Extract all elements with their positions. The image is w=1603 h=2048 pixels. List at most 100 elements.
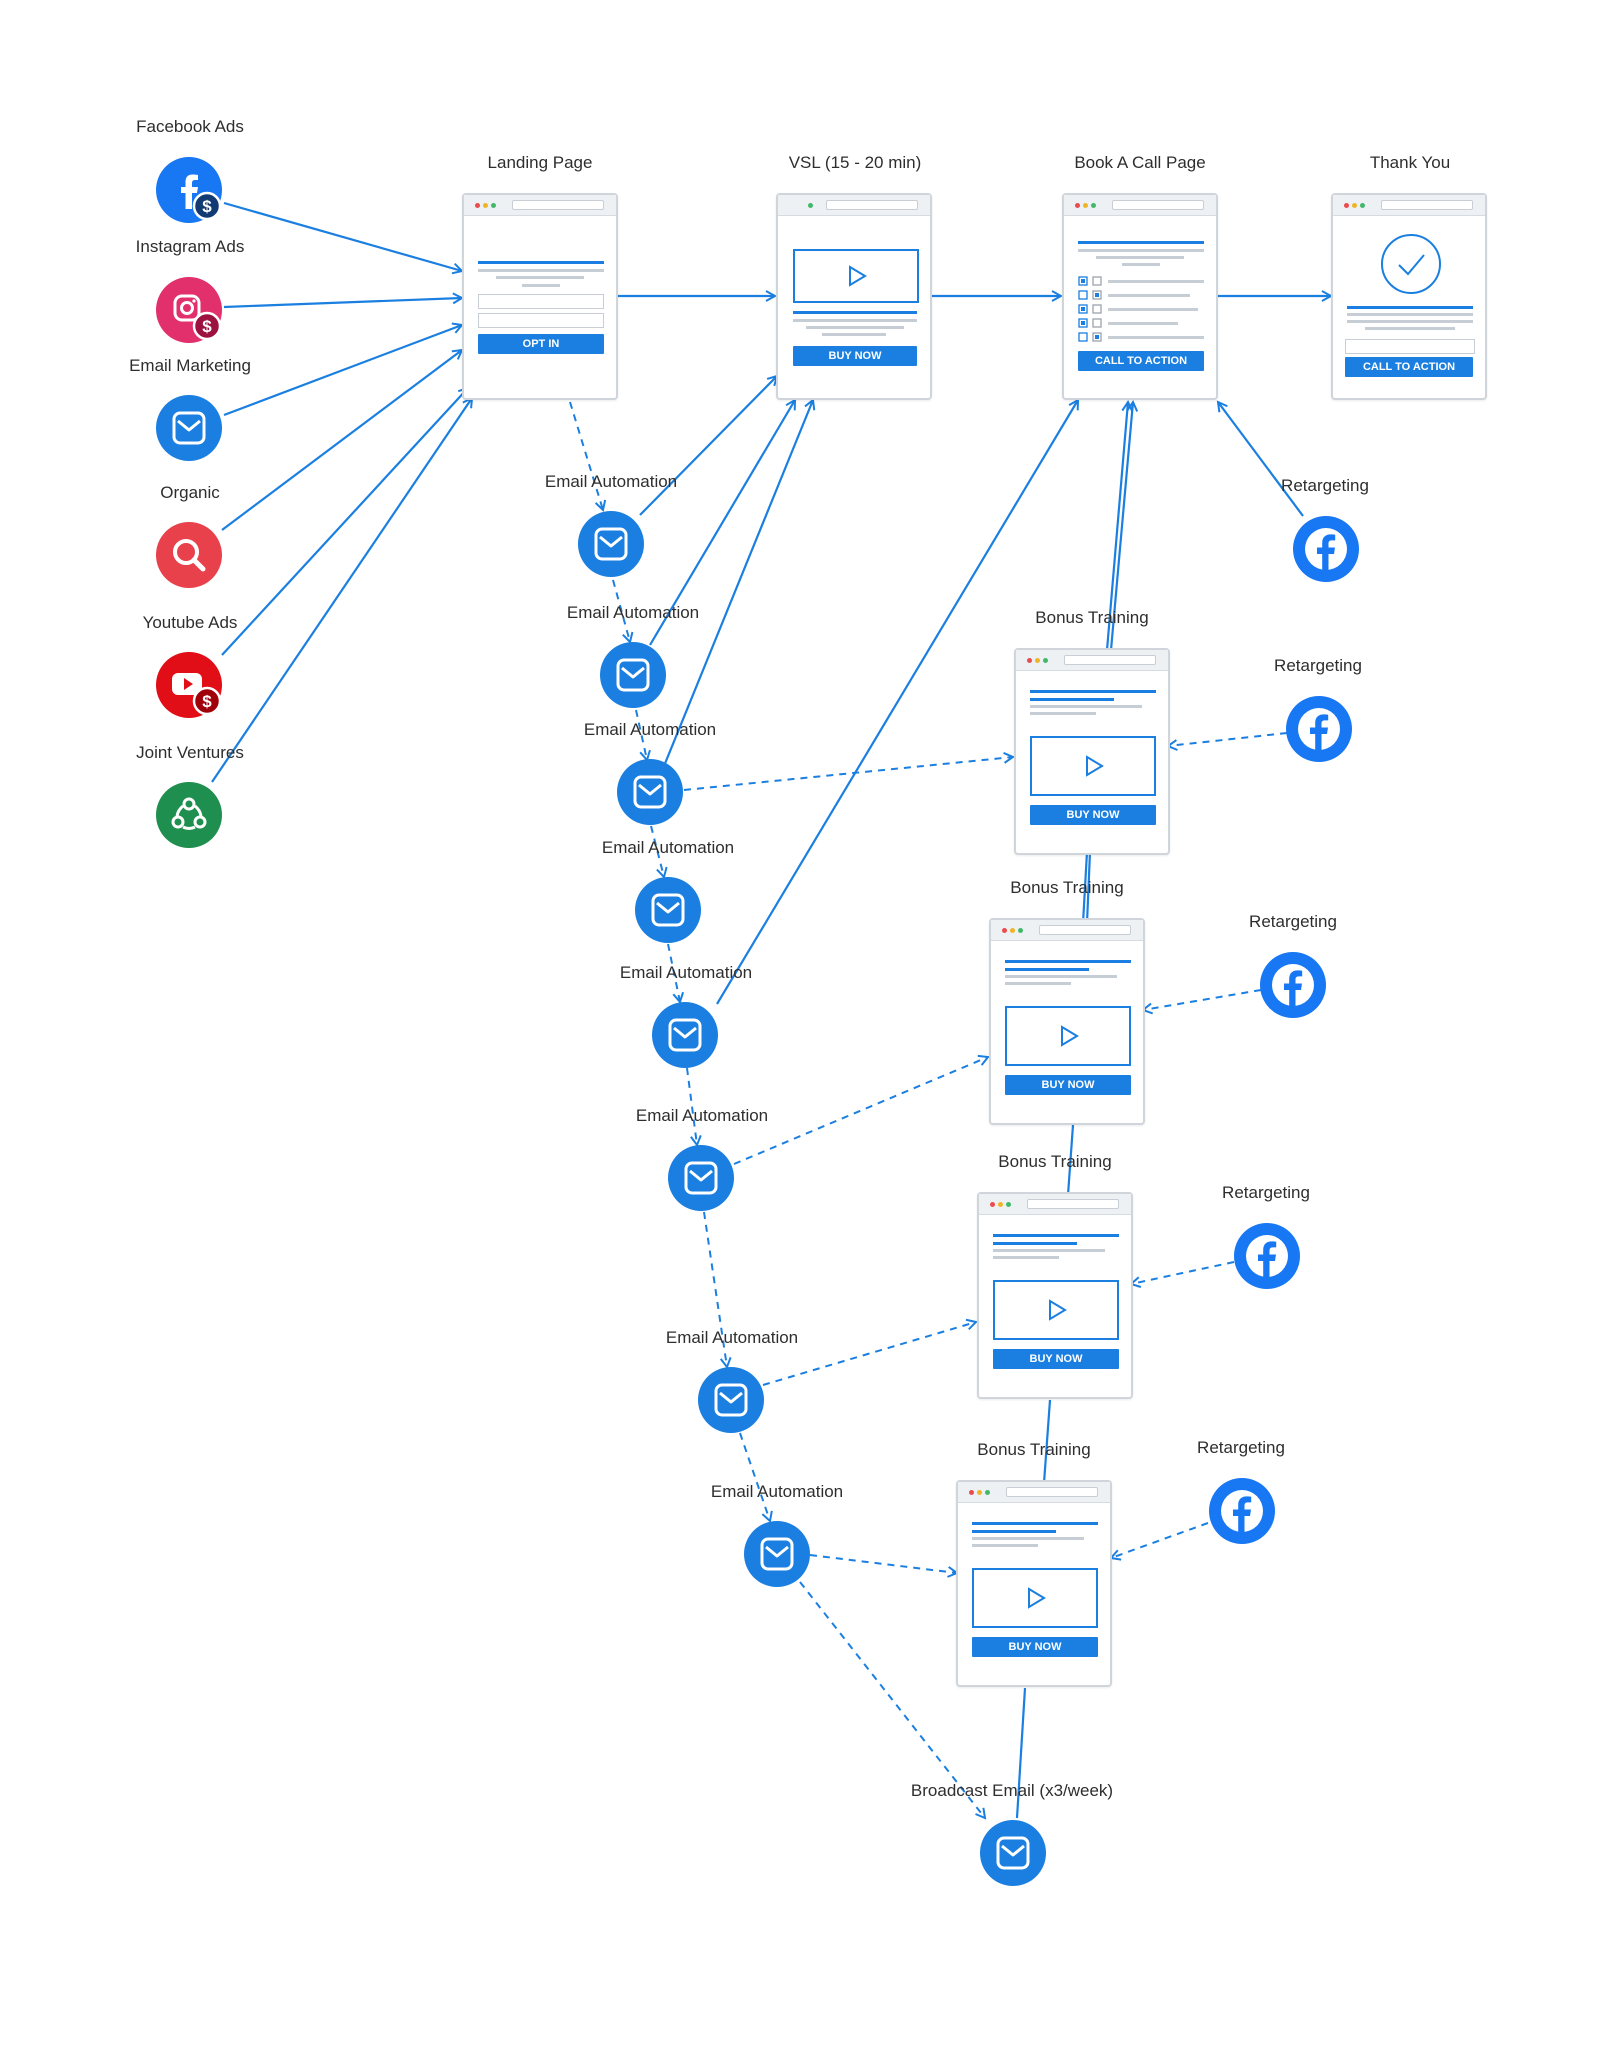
connector-email-to-landing (223, 325, 462, 417)
source-youtube-label: Youtube Ads (142, 613, 238, 632)
retargeting-node[interactable] (1293, 516, 1359, 582)
dashed-retarget4-to-bonus4 (1111, 1522, 1209, 1558)
call-page-title: Book A Call Page (1074, 153, 1206, 172)
mail-icon (616, 658, 650, 692)
email-automation-node[interactable] (652, 1002, 718, 1068)
source-email[interactable] (156, 395, 222, 461)
facebook-dollar-icon: $ (181, 174, 222, 221)
bonus-training-page[interactable]: BUY NOW (956, 1480, 1112, 1687)
dashed-email2-to-email3 (635, 709, 647, 760)
connector-instagram-to-landing (223, 298, 462, 309)
call-to-action-button[interactable]: CALL TO ACTION (1078, 351, 1204, 371)
landing-page[interactable]: OPT IN (462, 193, 618, 400)
dashed-email7-to-bonus3 (762, 1322, 976, 1386)
mail-icon (714, 1383, 748, 1417)
bonus-training-title: Bonus Training (1035, 608, 1149, 627)
play-icon (849, 265, 867, 287)
email-automation-node[interactable] (698, 1367, 764, 1433)
source-email-label: Email Marketing (129, 356, 251, 375)
play-icon (1028, 1587, 1046, 1609)
bonus-training-title: Bonus Training (1010, 878, 1124, 897)
retargeting-label: Retargeting (1281, 476, 1369, 495)
connector-bonus2-to-bonus1-b (1085, 851, 1092, 924)
bonus-training-page[interactable]: BUY NOW (977, 1192, 1133, 1399)
email-automation-node[interactable] (578, 511, 644, 577)
opt-in-button[interactable]: OPT IN (478, 334, 604, 354)
mail-icon (760, 1537, 794, 1571)
source-facebook[interactable]: $ (156, 157, 222, 223)
source-joint[interactable] (156, 782, 222, 848)
email-automation-node[interactable] (635, 877, 701, 943)
landing-page-title: Landing Page (487, 153, 593, 172)
retargeting-node[interactable] (1260, 952, 1326, 1018)
source-organic[interactable] (156, 522, 222, 588)
buy-now-button[interactable]: BUY NOW (993, 1349, 1119, 1369)
dashed-email8-to-bonus4 (809, 1554, 957, 1573)
retargeting-node[interactable] (1234, 1223, 1300, 1289)
email-automation-label: Email Automation (635, 1106, 769, 1125)
play-icon (1049, 1299, 1067, 1321)
video-player[interactable] (993, 1280, 1119, 1340)
email-automation-node[interactable] (617, 759, 683, 825)
email-automation-label: Email Automation (544, 472, 678, 491)
browser-bar (979, 1194, 1131, 1215)
connector-facebook-to-landing (223, 201, 462, 271)
source-instagram[interactable]: $ (156, 277, 222, 343)
call-to-action-button[interactable]: CALL TO ACTION (1345, 357, 1473, 377)
buy-now-button[interactable]: BUY NOW (972, 1637, 1098, 1657)
connector-bonus4-to-bonus3 (1042, 1399, 1052, 1484)
mail-icon (684, 1161, 718, 1195)
mail-icon (172, 411, 206, 445)
buy-now-button[interactable]: BUY NOW (1005, 1075, 1131, 1095)
email-automation-label: Email Automation (710, 1482, 844, 1501)
dashed-email8-to-broadcast (799, 1581, 985, 1818)
bonus-training-page[interactable]: BUY NOW (1014, 648, 1170, 855)
dashed-email3-to-bonus1 (683, 757, 1013, 791)
mail-icon (594, 527, 628, 561)
dashed-email6-to-email7 (703, 1211, 727, 1367)
connector-retarget-to-call (1218, 402, 1304, 517)
video-player[interactable] (1030, 736, 1156, 796)
dashed-email4-to-email5 (667, 943, 680, 1002)
source-facebook-label: Facebook Ads (136, 117, 244, 136)
connector-email3-to-vsl (662, 400, 813, 767)
vsl-page[interactable]: BUY NOW (776, 193, 932, 400)
browser-bar (958, 1482, 1110, 1503)
svg-text:$: $ (202, 197, 212, 216)
facebook-icon (1305, 528, 1347, 571)
book-call-page[interactable]: CALL TO ACTION (1062, 193, 1218, 400)
email-automation-node[interactable] (744, 1521, 810, 1587)
bonus-training-page[interactable]: BUY NOW (989, 918, 1145, 1125)
dashed-email6-to-bonus2 (733, 1057, 988, 1165)
connector-youtube-to-landing (221, 388, 468, 656)
svg-text:$: $ (202, 317, 212, 336)
source-organic-label: Organic (160, 483, 220, 502)
email-automation-label: Email Automation (619, 963, 753, 982)
connector-bonus2-to-bonus1 (1081, 851, 1089, 924)
connector-bonus1-to-call-b (1109, 402, 1133, 651)
dashed-retarget3-to-bonus3 (1131, 1261, 1235, 1284)
source-youtube[interactable]: $ (156, 652, 222, 718)
buy-now-button[interactable]: BUY NOW (1030, 805, 1156, 825)
email-automation-node[interactable] (600, 642, 666, 708)
connector-bonus3-to-bonus2 (1066, 1124, 1075, 1196)
mail-icon (633, 775, 667, 809)
retargeting-node[interactable] (1286, 696, 1352, 762)
video-player[interactable] (1005, 1006, 1131, 1066)
source-instagram-label: Instagram Ads (135, 237, 245, 256)
dashed-email1-to-email2 (612, 579, 630, 642)
dashed-retarget1-to-bonus1 (1168, 732, 1288, 746)
broadcast-email-node[interactable] (980, 1820, 1046, 1886)
email-automation-label: Email Automation (566, 603, 700, 622)
dashed-email3-to-email4 (650, 825, 664, 877)
email-automation-node[interactable] (668, 1145, 734, 1211)
thank-you-page[interactable]: CALL TO ACTION (1331, 193, 1487, 400)
video-player[interactable] (972, 1568, 1098, 1628)
buy-now-button[interactable]: BUY NOW (793, 346, 917, 366)
retargeting-node[interactable] (1209, 1478, 1275, 1544)
email-automation-label: Email Automation (583, 720, 717, 739)
checkmark-icon (1381, 234, 1441, 294)
broadcast-email-label: Broadcast Email (x3/week) (910, 1781, 1114, 1800)
source-joint-label: Joint Ventures (136, 743, 244, 762)
video-player[interactable] (793, 249, 919, 303)
